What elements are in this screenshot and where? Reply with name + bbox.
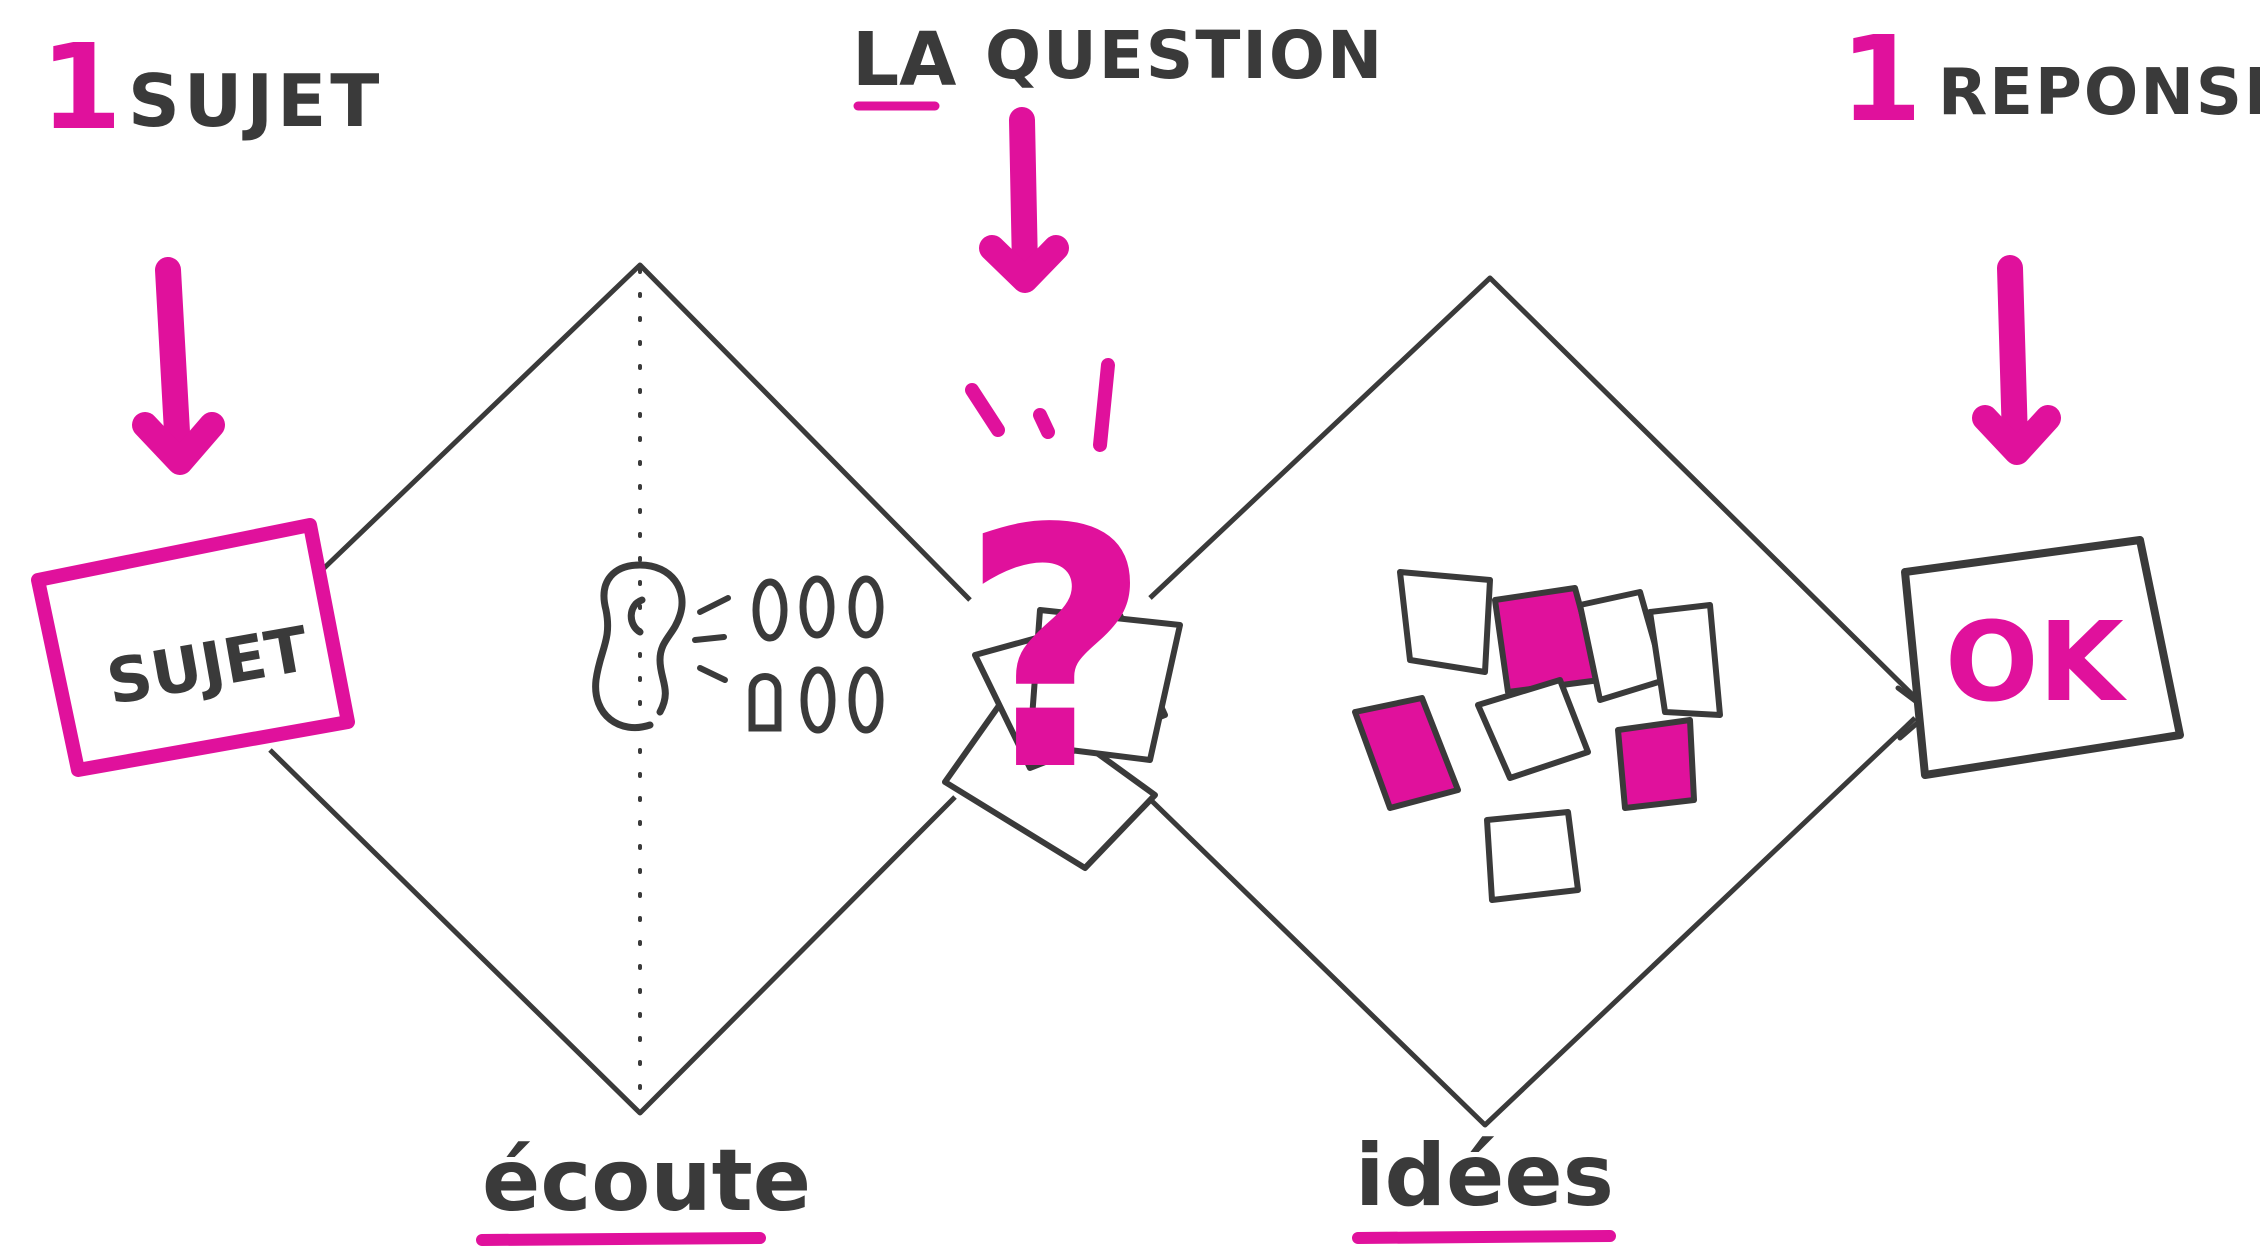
label-reponse: 1 REPONSE — [1840, 10, 2260, 148]
count-left: 1 — [40, 18, 122, 156]
underline-ecoute — [476, 1232, 766, 1246]
sound-lines — [692, 595, 731, 683]
bottom-right-label: idées — [1355, 1126, 1614, 1226]
sticky-note-icon — [1475, 677, 1591, 781]
down-arrow-icon — [132, 257, 225, 475]
answer-box-label: OK — [1945, 598, 2128, 726]
title-top-prefix: LA — [852, 17, 956, 103]
question-mark-icon: ? — [960, 459, 1151, 843]
label-idees: idées — [1352, 1126, 1616, 1244]
title-left: SUJET — [128, 59, 383, 143]
diamond-left — [268, 262, 972, 1116]
down-arrow-icon — [1972, 255, 2061, 465]
title-right: REPONSE — [1938, 56, 2260, 130]
sticky-note-icon — [942, 607, 1183, 871]
sticky-note-icon — [1397, 569, 1493, 675]
label-question: LA QUESTION — [852, 17, 1384, 111]
sparkle-lines — [965, 358, 1115, 452]
label-ecoute: écoute — [476, 1131, 811, 1246]
sticky-note-icon — [1352, 695, 1461, 811]
sticky-note-icon — [1484, 809, 1581, 903]
voice-circles — [748, 575, 884, 734]
ear-icon — [592, 561, 686, 732]
sticky-note-icon — [1615, 717, 1697, 811]
answer-box: OK — [1901, 536, 2184, 779]
label-sujet: 1 SUJET — [40, 18, 383, 156]
down-arrow-icon — [979, 107, 1069, 293]
idea-notes — [1352, 569, 1723, 903]
bottom-left-label: écoute — [482, 1131, 811, 1231]
diamond-right — [1118, 275, 1932, 1128]
subject-box: SUJET — [31, 518, 355, 777]
sticky-note-icon — [1647, 602, 1723, 718]
title-top: QUESTION — [985, 17, 1384, 94]
underline-idees — [1352, 1230, 1616, 1244]
count-right: 1 — [1840, 10, 1922, 148]
